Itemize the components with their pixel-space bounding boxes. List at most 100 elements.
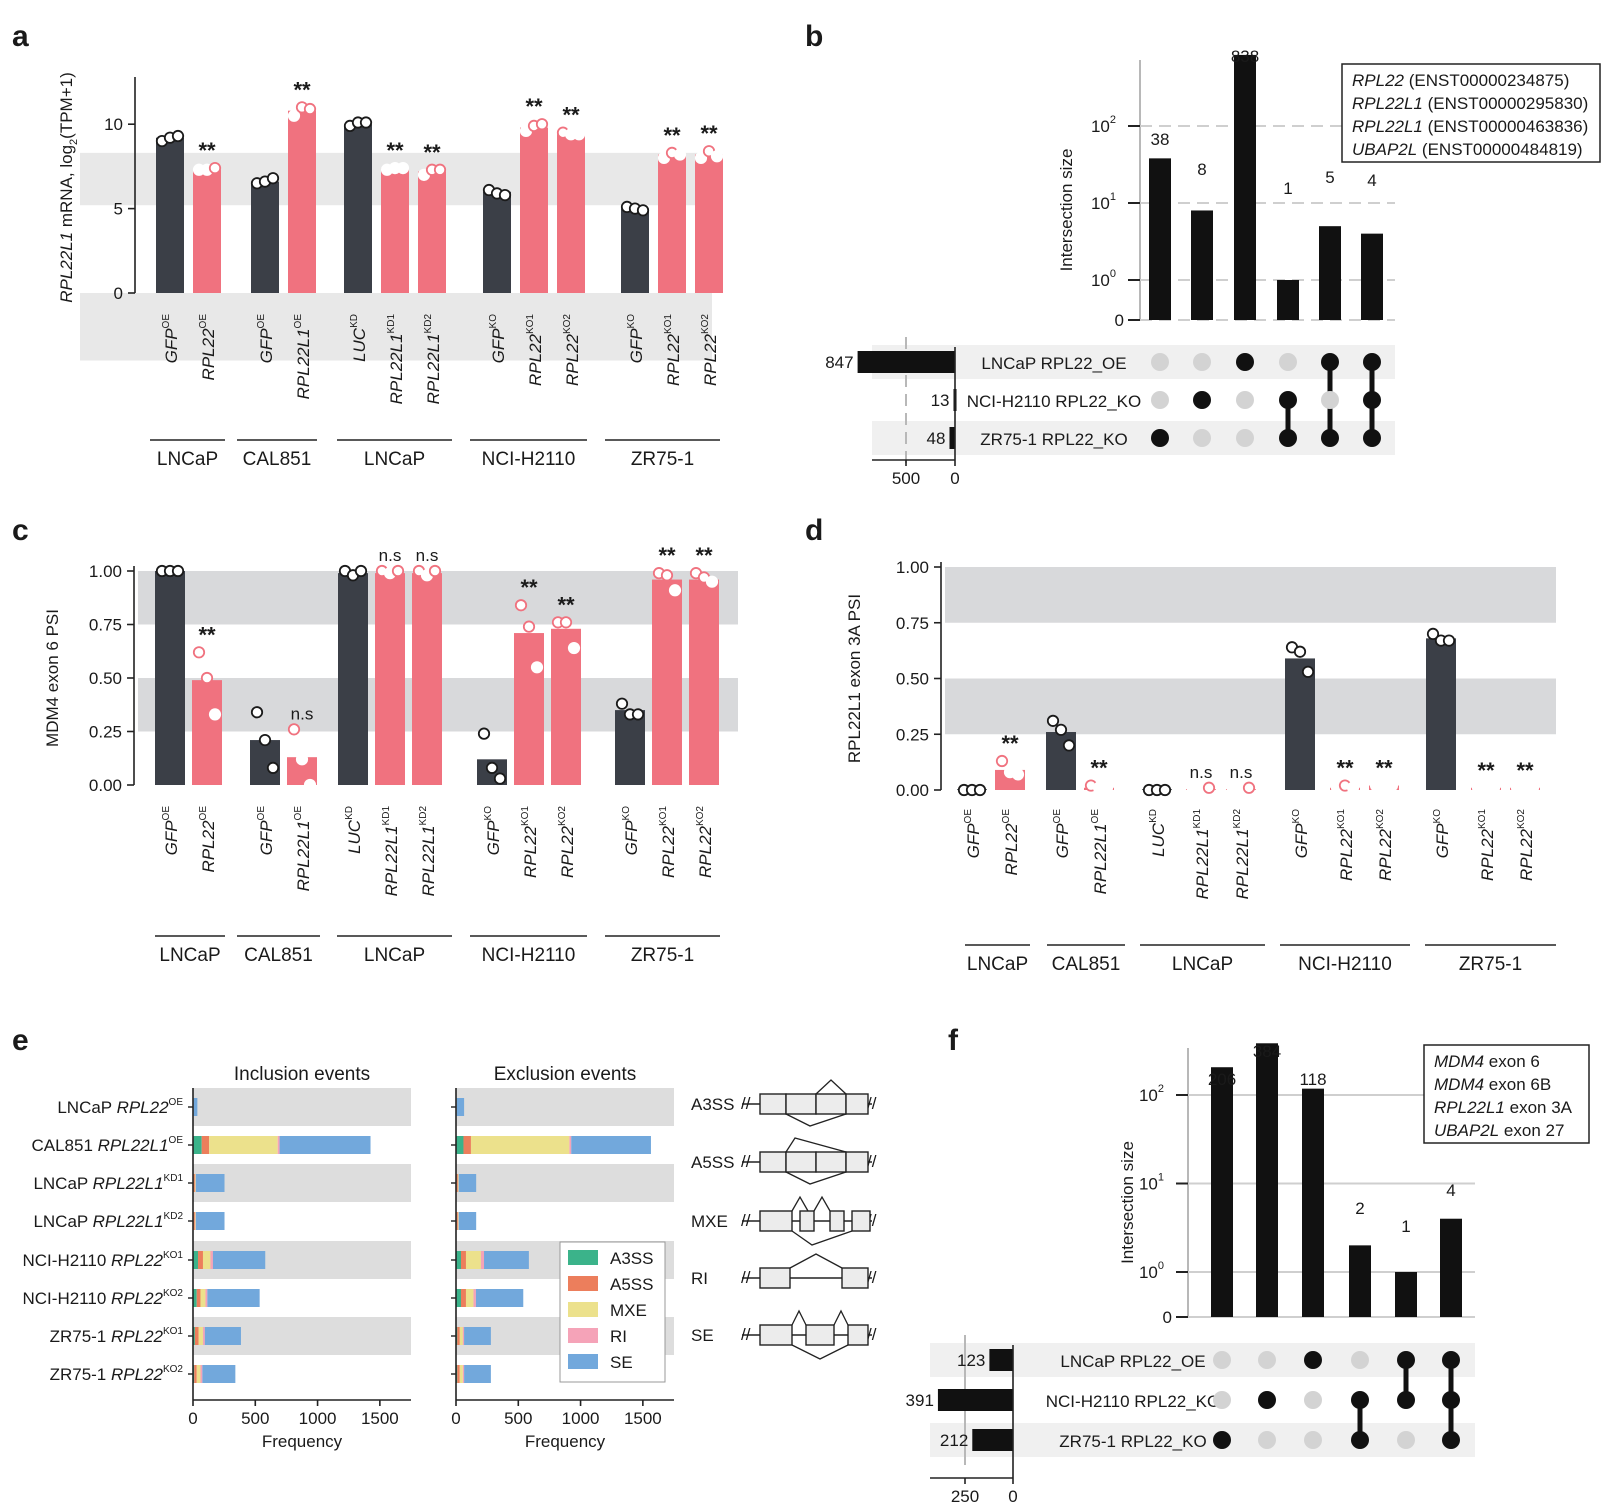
stacked-bar-segment xyxy=(196,1289,201,1307)
row-label-gene: RPL22 xyxy=(117,1098,170,1117)
row-label-cell: NCI-H2110 xyxy=(23,1251,112,1270)
exon-box xyxy=(841,1267,869,1289)
membership-dot-filled xyxy=(1442,1391,1460,1409)
event-type-label: SE xyxy=(691,1326,714,1345)
stacked-bar-segment xyxy=(460,1289,466,1307)
membership-dot-filled xyxy=(1351,1431,1369,1449)
condition-gene: RPL22 xyxy=(1517,828,1536,881)
significance-label: ** xyxy=(525,94,543,119)
condition-superscript: KO xyxy=(483,806,494,821)
bar xyxy=(156,137,184,293)
group-label: LNCaP xyxy=(159,945,220,966)
membership-dot-filled xyxy=(1363,429,1381,447)
condition-superscript: KO2 xyxy=(695,806,706,826)
group-label: ZR75-1 xyxy=(631,945,694,966)
y-tick-label: 0.50 xyxy=(89,669,122,688)
y-label-subscript: 2 xyxy=(68,139,80,145)
condition-gene: GFP xyxy=(484,820,503,856)
membership-dot-empty xyxy=(1193,353,1211,371)
row-label: LNCaP RPL22L1KD2 xyxy=(33,1211,183,1231)
data-point xyxy=(694,151,708,165)
x-tick-label: 1500 xyxy=(624,1409,662,1428)
set-axis-label: 0 xyxy=(1008,1487,1017,1506)
bar xyxy=(418,171,446,293)
splice-path xyxy=(791,1195,809,1212)
group-label: LNCaP xyxy=(364,449,425,470)
set-size-bar xyxy=(937,1389,1013,1411)
y-axis-label: Intersection size xyxy=(1118,1141,1137,1264)
membership-dot-filled xyxy=(1321,429,1339,447)
y-tick-exponent: 1 xyxy=(1158,1172,1164,1184)
exon-box xyxy=(815,1151,847,1173)
stacked-bar-segment xyxy=(571,1136,651,1154)
significance-label: ** xyxy=(1001,731,1019,756)
significance-label: ** xyxy=(1336,756,1354,781)
set-axis-label: 250 xyxy=(951,1487,979,1506)
intersection-bar xyxy=(1191,210,1213,320)
intersection-bar xyxy=(1149,158,1171,320)
membership-dot-filled xyxy=(1363,391,1381,409)
condition-gene: GFP xyxy=(489,328,508,364)
exon-box xyxy=(847,1324,869,1346)
break-mark: // xyxy=(741,1325,751,1344)
stacked-bar-segment xyxy=(207,1289,260,1307)
condition-superscript: OE xyxy=(293,314,304,329)
bar xyxy=(1426,638,1456,790)
significance-label: ** xyxy=(562,103,580,128)
condition-label: GFPOE xyxy=(963,809,983,859)
row-label-gene: RPL22 xyxy=(111,1289,164,1308)
bar xyxy=(338,573,368,785)
stacked-bar-segment xyxy=(194,1327,199,1345)
legend-id: exon 6 xyxy=(1484,1052,1540,1071)
background-band xyxy=(945,567,1556,623)
membership-dot-empty xyxy=(1213,1351,1231,1369)
y-tick-label: 100 xyxy=(1091,268,1116,290)
exon-box xyxy=(845,1093,869,1115)
x-tick-label: 1000 xyxy=(299,1409,337,1428)
condition-superscript: OE xyxy=(1090,809,1101,824)
data-point xyxy=(433,163,447,176)
splice-path xyxy=(813,1195,831,1212)
membership-dot-empty xyxy=(1321,391,1339,409)
bar xyxy=(514,633,544,785)
stacked-bar-segment xyxy=(465,1289,474,1307)
data-point xyxy=(192,646,206,659)
data-point xyxy=(567,641,581,655)
condition-label: LUCKD xyxy=(344,806,364,854)
data-point xyxy=(705,575,719,588)
legend-gene: RPL22L1 xyxy=(1434,1098,1505,1117)
row-label-gene: RPL22 xyxy=(111,1327,164,1346)
condition-gene: GFP xyxy=(627,328,646,364)
row-band xyxy=(193,1088,411,1126)
condition-gene: LUC xyxy=(350,327,369,362)
membership-dot-empty xyxy=(1279,353,1297,371)
bar xyxy=(695,154,723,293)
significance-label: ** xyxy=(695,543,713,568)
condition-superscript: KO xyxy=(1432,809,1443,824)
set-name-label: ZR75-1 RPL22_KO xyxy=(1059,1432,1206,1451)
break-mark: // xyxy=(741,1094,751,1113)
set-size-label: 847 xyxy=(825,353,853,372)
set-size-label: 13 xyxy=(931,391,950,410)
data-point xyxy=(171,129,185,143)
significance-label: ** xyxy=(1375,756,1393,781)
row-band xyxy=(456,1164,674,1202)
condition-label: RPL22L1KD2 xyxy=(418,806,438,897)
row-band xyxy=(456,1088,674,1126)
exon-box xyxy=(759,1093,787,1115)
stacked-bar-segment xyxy=(458,1212,477,1230)
group-label: LNCaP xyxy=(364,945,425,966)
stacked-bar-segment xyxy=(456,1136,464,1154)
stacked-bar-segment xyxy=(204,1327,241,1345)
membership-dot-filled xyxy=(1304,1351,1322,1369)
condition-gene: GFP xyxy=(257,820,276,856)
data-point xyxy=(1442,634,1456,647)
row-label: CAL851 RPL22L1OE xyxy=(31,1135,183,1155)
condition-superscript: OE xyxy=(1052,809,1063,824)
exon-box xyxy=(805,1324,835,1346)
row-label-superscript: OE xyxy=(169,1097,184,1108)
condition-label: RPL22OE xyxy=(1001,809,1021,876)
stacked-bar-segment xyxy=(201,1136,210,1154)
y-label-gene: RPL22L1 xyxy=(57,232,76,303)
splice-path xyxy=(785,1137,847,1153)
